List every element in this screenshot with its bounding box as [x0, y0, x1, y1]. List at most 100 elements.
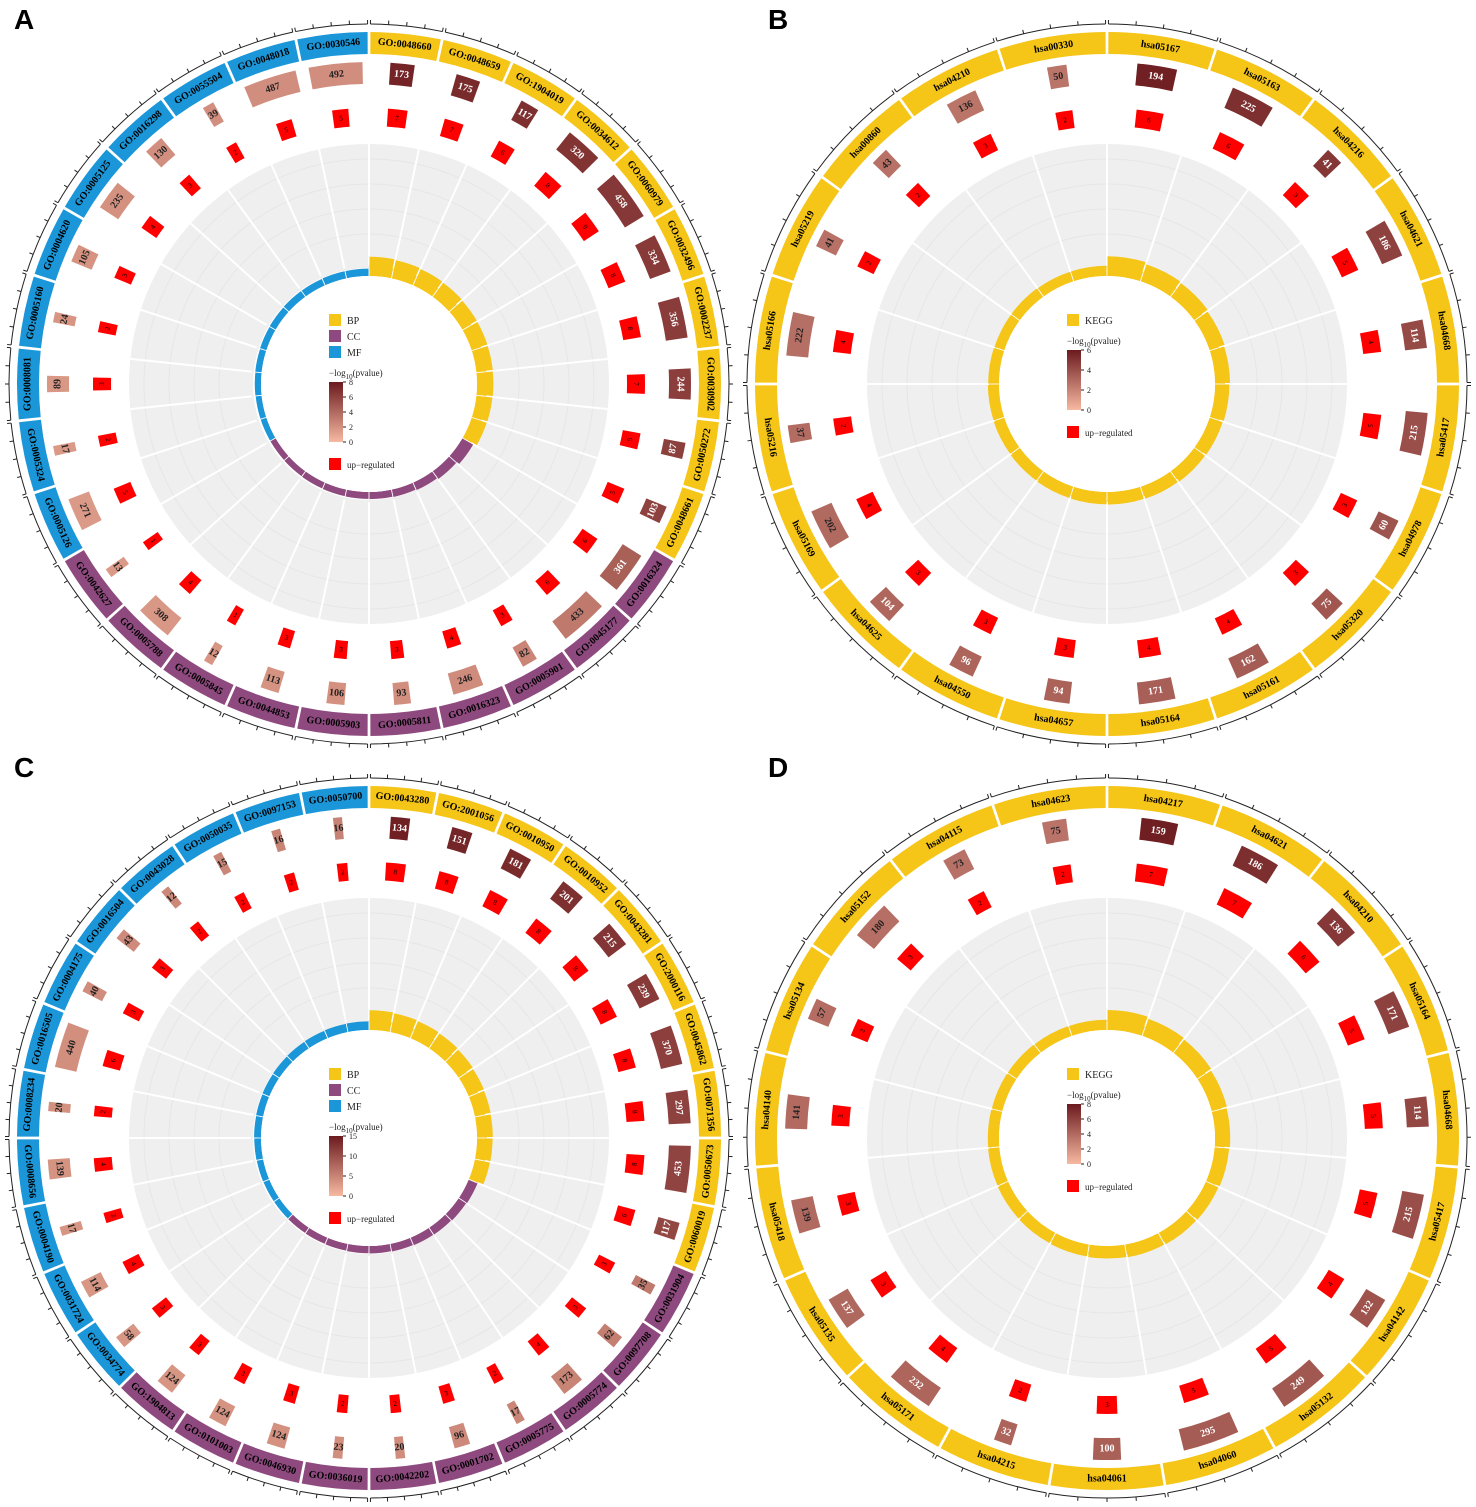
tick-mark — [1414, 194, 1419, 197]
tick-mark — [1371, 891, 1376, 895]
tick-mark — [66, 1338, 71, 1342]
legend-label: BP — [347, 316, 360, 327]
logp-bar — [475, 1114, 493, 1138]
upregulated-bar — [93, 1156, 113, 1172]
term-band — [1108, 786, 1220, 826]
tick-ring — [102, 625, 157, 675]
tick-mark — [1016, 1486, 1019, 1491]
count-bar — [1349, 1288, 1386, 1328]
tick-mark — [312, 24, 314, 29]
legend-label: CC — [347, 332, 361, 343]
count-bar — [828, 1288, 865, 1329]
tick-mark — [941, 704, 945, 709]
tick-mark — [17, 290, 22, 293]
tick-mark — [1391, 1358, 1396, 1362]
term-band — [1210, 49, 1313, 117]
count-label: 492 — [328, 68, 344, 81]
tick-mark — [813, 168, 817, 172]
tick-mark — [1279, 1453, 1282, 1458]
upregulated-label: 2 — [104, 437, 113, 443]
logp-bar — [288, 1214, 309, 1233]
tick-mark — [908, 832, 912, 837]
tick-mark — [752, 299, 757, 302]
colorbar-title-sub: 10 — [1084, 1095, 1092, 1103]
tick-mark — [74, 169, 79, 173]
tick-mark — [1269, 59, 1273, 64]
term-band — [34, 209, 83, 281]
logp-bar — [345, 268, 369, 279]
tick-mark — [721, 1209, 726, 1211]
count-label: 82 — [517, 646, 531, 661]
tick-mark — [1423, 964, 1428, 968]
tick-mark — [1317, 88, 1321, 93]
upregulated-bar — [1137, 636, 1162, 659]
separator — [391, 902, 417, 1023]
tick-mark — [722, 1067, 727, 1070]
tick-mark — [124, 1404, 129, 1409]
term-band — [603, 890, 661, 954]
count-bar — [550, 1362, 582, 1395]
tick-mark — [538, 816, 542, 821]
tick-mark — [294, 736, 297, 741]
upregulated-label: 6 — [1225, 142, 1232, 151]
count-bar — [631, 1274, 656, 1295]
tick-mark — [1222, 793, 1225, 798]
upregulated-bar — [897, 943, 924, 971]
count-label: 151 — [451, 833, 469, 848]
separator — [1193, 1217, 1285, 1302]
term-band — [19, 419, 55, 492]
term-band — [235, 793, 304, 833]
upregulated-label: 3 — [1105, 1401, 1109, 1409]
tick-ring — [936, 1454, 1047, 1494]
tick-mark — [801, 939, 806, 943]
logp-bar — [471, 345, 493, 373]
tick-mark — [1276, 1455, 1280, 1460]
tick-mark — [31, 1273, 37, 1277]
upregulated-label: 5 — [626, 436, 635, 442]
tick-ring — [36, 1276, 70, 1338]
tick-mark — [112, 879, 116, 883]
upregulated-label: 6 — [544, 578, 552, 587]
upregulated-bar — [234, 892, 252, 913]
tick-ring — [721, 1139, 730, 1207]
logp-bar — [475, 1138, 493, 1162]
logp-bar — [988, 1147, 1008, 1186]
tick-mark — [1372, 1380, 1377, 1384]
upregulated-label: 4 — [839, 339, 848, 344]
separator — [991, 1241, 1052, 1350]
count-label: 96 — [453, 1429, 466, 1442]
term-band — [644, 1265, 694, 1333]
upregulated-bar — [226, 142, 245, 164]
upregulated-label: 2 — [1061, 870, 1066, 879]
tick-mark — [1408, 939, 1413, 943]
count-label: 96 — [959, 654, 973, 668]
tick-mark — [15, 1048, 21, 1051]
logp-bar — [471, 395, 493, 422]
term-label: GO:0050673 — [700, 1144, 716, 1199]
count-bar — [326, 681, 347, 706]
tick-mark — [312, 739, 314, 744]
tick-mark — [262, 789, 265, 794]
tick-mark — [212, 1462, 215, 1467]
tick-mark — [66, 934, 71, 938]
separator — [451, 967, 540, 1056]
separator — [321, 902, 347, 1023]
tick-ring — [1108, 23, 1218, 42]
tick-ring — [370, 777, 438, 786]
upregulated-bar — [1282, 559, 1310, 587]
tick-mark — [693, 981, 698, 984]
tick-mark — [721, 1065, 726, 1067]
tick-mark — [238, 720, 242, 725]
colorbar-title-sub: 10 — [1084, 341, 1092, 349]
tick-mark — [1219, 725, 1222, 730]
upregulated-label: 3 — [339, 645, 344, 653]
upregulated-bar — [336, 1394, 349, 1414]
tick-ring — [1408, 942, 1457, 1049]
tick-mark — [437, 780, 440, 785]
tick-mark — [689, 218, 694, 222]
upregulated-bar — [1055, 110, 1075, 131]
count-bar — [68, 491, 102, 531]
tick-mark — [748, 1197, 753, 1200]
logp-bar — [1037, 271, 1074, 297]
upregulated-bar — [1353, 1189, 1378, 1219]
